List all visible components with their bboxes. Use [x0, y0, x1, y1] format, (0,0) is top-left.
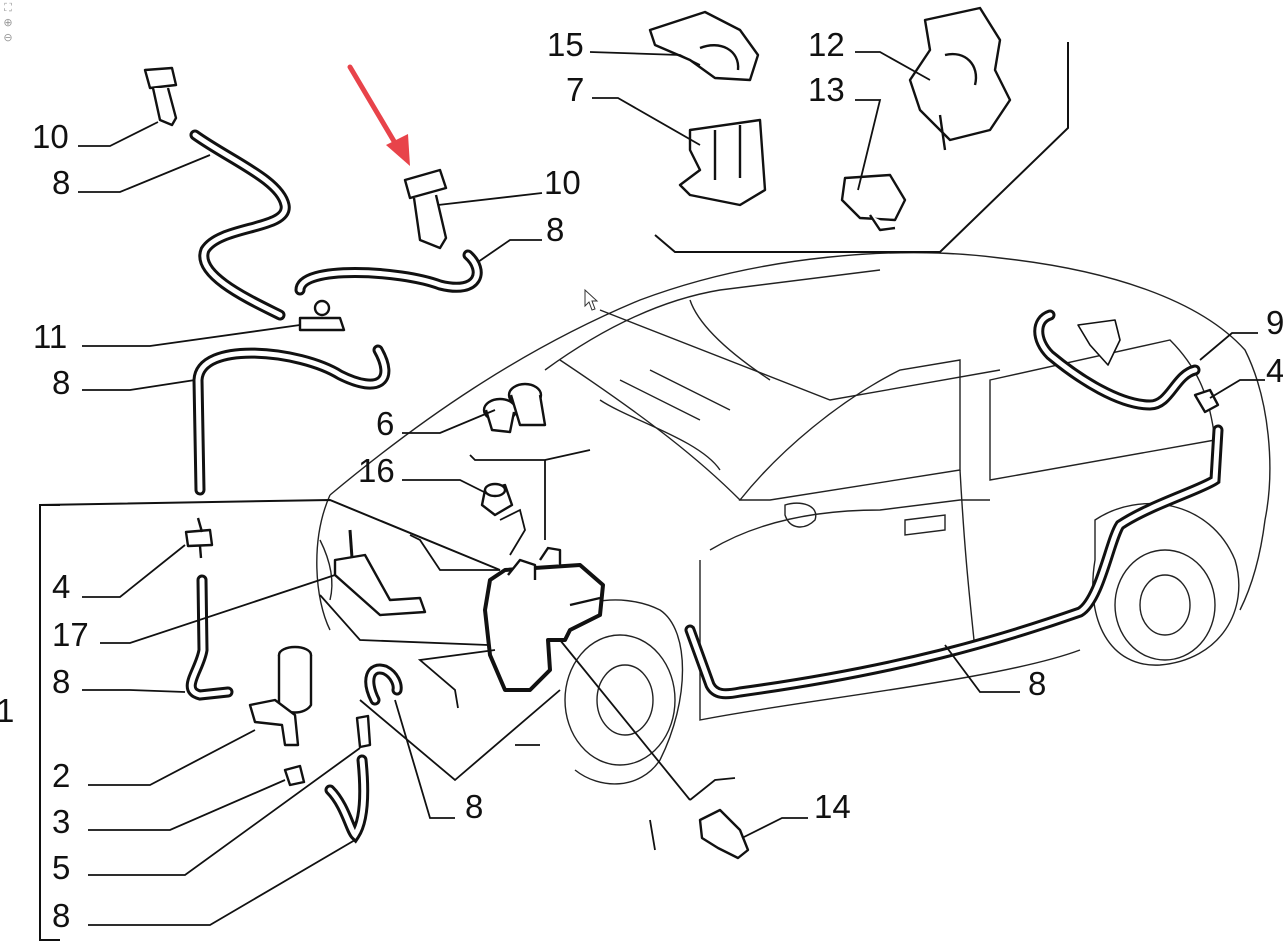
callout-labels: 15 7 12 13 10 8 10 8 11 8 6 16 9 4 4 17 … [0, 26, 1283, 934]
bushing-6 [482, 382, 547, 434]
nozzle-top-left [143, 66, 178, 127]
callout-12: 12 [808, 26, 845, 63]
bracket-17 [333, 529, 427, 617]
callout-8-left: 8 [52, 364, 70, 401]
callout-7: 7 [566, 71, 584, 108]
callout-6: 6 [376, 405, 394, 442]
callout-8-center: 8 [465, 788, 483, 825]
callout-9: 9 [1266, 304, 1283, 341]
zoom-out-icon[interactable]: ⊖ [3, 31, 13, 44]
callout-8-right: 8 [1028, 665, 1046, 702]
plug-16 [480, 482, 514, 517]
callout-4-right: 4 [1266, 352, 1283, 389]
callout-16: 16 [358, 452, 395, 489]
pump-2 [248, 645, 313, 747]
callout-13: 13 [808, 71, 845, 108]
callout-15: 15 [547, 26, 584, 63]
callout-14: 14 [814, 788, 851, 825]
rear-nozzle [1077, 319, 1121, 366]
fit-screen-icon[interactable]: ⛶ [4, 1, 12, 14]
callout-10-top: 10 [32, 118, 69, 155]
nozzle-mid [403, 168, 448, 250]
callout-5: 5 [52, 849, 70, 886]
mouse-cursor-icon [584, 288, 599, 311]
callout-8-mid: 8 [546, 211, 564, 248]
callout-8-top: 8 [52, 164, 70, 201]
pointer-arrow [347, 64, 410, 166]
connector-14 [698, 808, 750, 860]
callout-8-low: 8 [52, 663, 70, 700]
t-connector-11 [298, 299, 346, 332]
leader-lines [78, 51, 1265, 926]
callout-11: 11 [33, 318, 67, 355]
washer-tank [483, 546, 605, 692]
car-outline [316, 252, 1271, 785]
clip-12 [908, 6, 1012, 151]
callout-17: 17 [52, 616, 89, 653]
callout-3: 3 [52, 803, 70, 840]
callout-1: 1 [0, 692, 14, 729]
t-connector-4-right [1193, 388, 1220, 414]
clip-7 [678, 118, 767, 207]
t-connector-4-left [184, 517, 214, 559]
viewer-toolbar: ⛶ ⊕ ⊖ [2, 2, 18, 44]
callout-4-left: 4 [52, 568, 70, 605]
hose-lines [185, 129, 1224, 844]
callout-8-bottom: 8 [52, 897, 70, 934]
zoom-in-icon[interactable]: ⊕ [3, 16, 13, 29]
callout-2: 2 [52, 757, 70, 794]
kit-frame [654, 42, 1069, 253]
callout-10-mid: 10 [544, 164, 581, 201]
grommet-3 [283, 764, 306, 787]
clip-15 [648, 10, 760, 82]
parts [143, 6, 1220, 860]
group-bracket [39, 498, 501, 941]
grommet-13 [840, 173, 907, 232]
valve-5 [355, 714, 372, 749]
